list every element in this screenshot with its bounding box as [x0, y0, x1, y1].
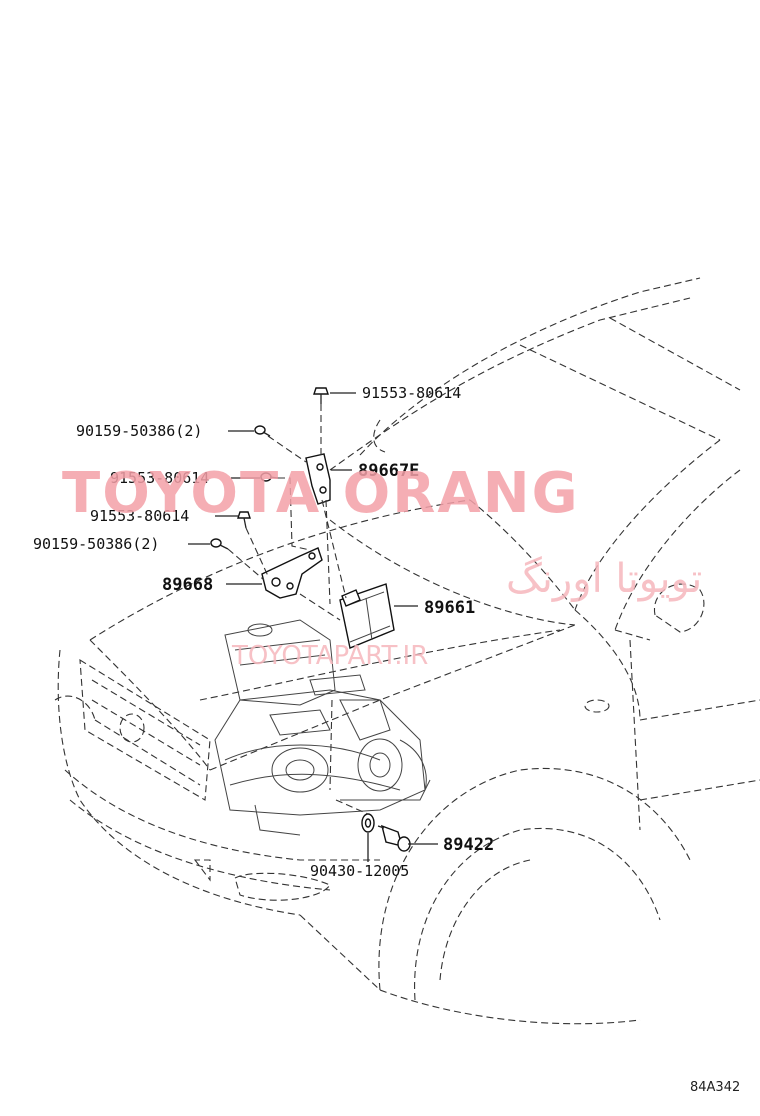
bolt-icon	[254, 425, 271, 437]
bolt-icon	[260, 472, 279, 482]
bolt-icon	[237, 511, 251, 529]
watermark-arabic: تویوتا اورنگ	[506, 556, 702, 602]
leader-lines	[188, 392, 438, 862]
engine-assembly	[214, 619, 431, 836]
part-labels: 91553-80614 90159-50386(2) 89667E 91553-…	[33, 384, 494, 880]
part-number-label: 90430-12005	[310, 862, 409, 880]
part-number-label: 89668	[162, 575, 213, 595]
bolt-icon	[313, 387, 329, 404]
bracket-icon	[305, 453, 331, 505]
gasket-icon	[361, 813, 375, 833]
watermark-site: TOYOTAPART.IR	[231, 641, 428, 671]
part-number-label: 89661	[424, 598, 475, 618]
part-graphics	[210, 387, 411, 852]
part-number-label: 89422	[443, 835, 494, 855]
bracket-icon	[261, 547, 323, 599]
part-number-label: 91553-80614	[110, 469, 209, 487]
part-number-label: 90159-50386(2)	[76, 422, 202, 440]
watermark-brand: TOYOTA ORANG	[62, 461, 580, 526]
diagram-code: 84A342	[690, 1080, 740, 1095]
watermark: TOYOTA ORANG تویوتا اورنگ TOYOTAPART.IR	[62, 461, 702, 671]
part-number-label: 89667E	[358, 461, 419, 481]
vehicle-outline	[54, 277, 760, 1025]
part-number-label: 91553-80614	[362, 384, 461, 402]
bolt-icon	[210, 538, 229, 550]
ecu-module-icon	[339, 583, 395, 649]
part-number-label: 91553-80614	[90, 507, 189, 525]
part-number-label: 90159-50386(2)	[33, 535, 159, 553]
sensor-icon	[377, 824, 411, 852]
